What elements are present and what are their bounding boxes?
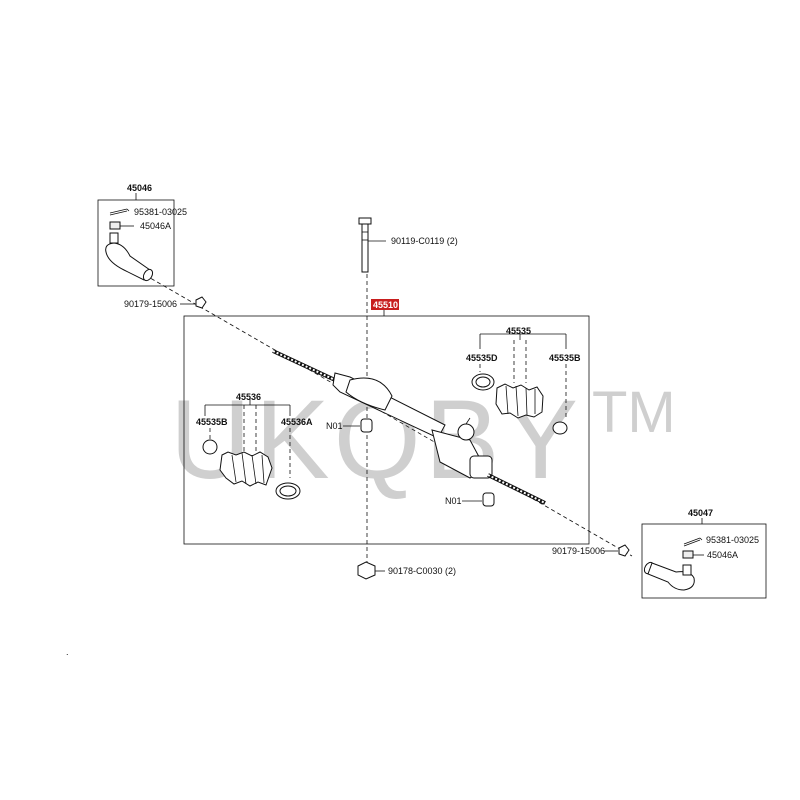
label-45046a-left[interactable]: 45046A [140,221,171,231]
mounting-bolt-icon [358,217,372,273]
label-45046[interactable]: 45046 [127,183,152,193]
label-45510[interactable]: 45510 [373,300,398,310]
tie-rod-end-right-icon [643,561,695,591]
clip-left-icon [275,482,301,500]
label-45535[interactable]: 45535 [506,326,531,336]
label-45535b-right[interactable]: 45535B [549,353,581,363]
clip-right-icon [471,373,495,391]
label-n01-lower[interactable]: N01 [445,496,462,506]
label-45047[interactable]: 45047 [688,508,713,518]
label-45536a[interactable]: 45536A [281,417,313,427]
label-45535d[interactable]: 45535D [466,353,498,363]
clamp-left-icon [202,439,218,455]
castle-nut-right-icon [682,550,694,559]
highlight-box [371,299,399,310]
boot-left-icon [219,451,273,487]
label-95381-right[interactable]: 95381-03025 [706,535,759,545]
castle-nut-left-icon [109,221,121,230]
assembly-frame [183,315,590,545]
tie-rod-axis-line [144,274,633,557]
label-45536[interactable]: 45536 [236,392,261,402]
tie-rod-end-left-icon [105,232,154,282]
label-90179-right[interactable]: 90179-15006 [552,546,605,556]
label-45535b-left[interactable]: 45535B [196,417,228,427]
label-90178[interactable]: 90178-C0030 (2) [388,566,456,576]
label-90119[interactable]: 90119-C0119 (2) [391,236,458,246]
clamp-right-icon [552,421,568,435]
lock-nut-right-icon [618,544,630,557]
steering-rack-icon [272,349,546,505]
watermark-trademark: TM [592,380,676,445]
bushing-lower-icon [482,492,495,507]
label-95381-left[interactable]: 95381-03025 [134,207,187,217]
right-group-frame [641,523,767,599]
boot-right-icon [495,383,544,419]
label-45046a-right[interactable]: 45046A [707,550,738,560]
label-90179-left[interactable]: 90179-15006 [124,299,177,309]
corner-mark: . [66,647,69,657]
cotter-pin-right-icon [683,537,703,547]
lock-nut-left-icon [195,296,207,309]
cotter-pin-left-icon [109,208,130,216]
bushing-upper-icon [360,418,373,433]
label-n01-upper[interactable]: N01 [326,421,343,431]
mounting-nut-icon [357,561,376,580]
